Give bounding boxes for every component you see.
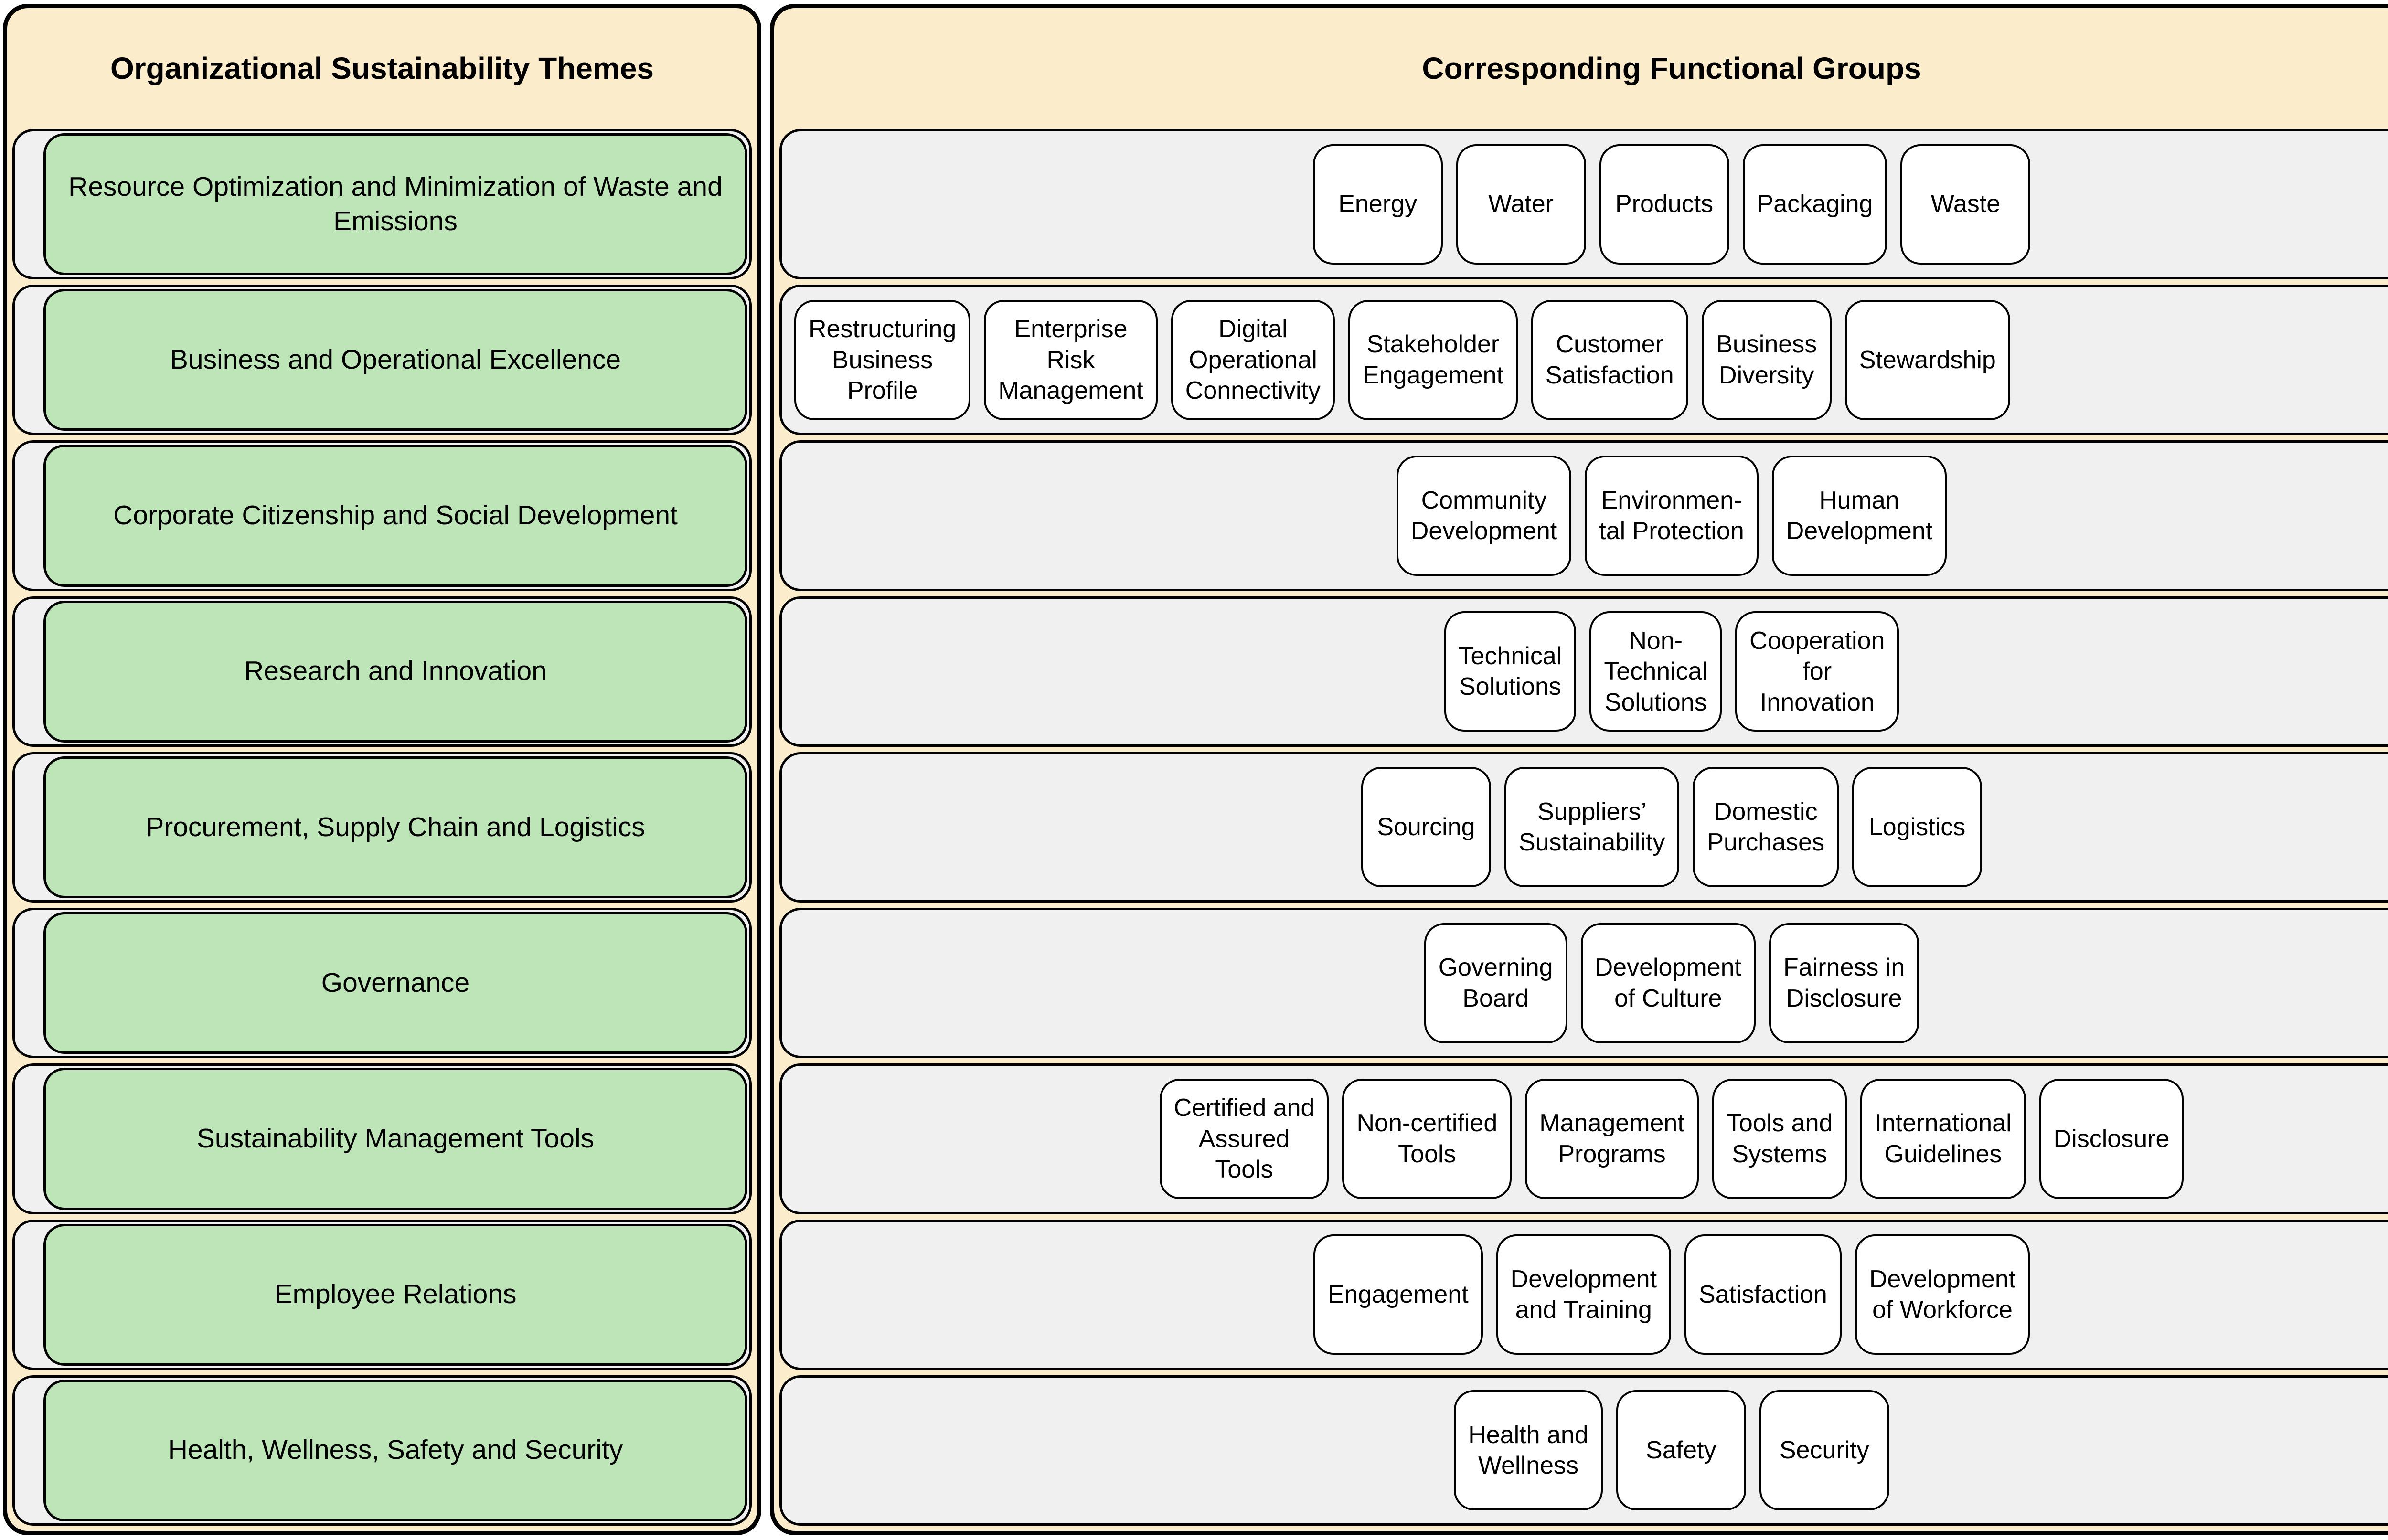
theme-row: Governance [12,908,752,1059]
functional-group-box[interactable]: Sourcing [1361,767,1491,888]
functional-group-box[interactable]: Logistics [1852,767,1983,888]
theme-row: Sustainability Management Tools [12,1063,752,1214]
functional-group-box[interactable]: Business Diversity [1701,299,1832,420]
theme-box[interactable]: Procurement, Supply Chain and Logistics [43,756,747,899]
functional-group-box[interactable]: International Guidelines [1860,1078,2026,1199]
functional-group-box[interactable]: Community Development [1396,456,1572,576]
theme-box[interactable]: Governance [43,912,747,1054]
themes-row-list: Resource Optimization and Minimization o… [12,129,752,1526]
functional-group-box[interactable]: Security [1759,1390,1889,1511]
theme-row: Business and Operational Excellence [12,285,752,435]
themes-panel-header: Organizational Sustainability Themes [110,51,654,85]
theme-box[interactable]: Business and Operational Excellence [43,289,747,431]
functional-group-box[interactable]: Management Programs [1525,1078,1699,1199]
functional-group-box[interactable]: Stewardship [1844,299,2010,420]
functional-group-box[interactable]: Suppliers’ Sustainability [1504,767,1680,888]
theme-row: Procurement, Supply Chain and Logistics [12,752,752,903]
theme-row: Resource Optimization and Minimization o… [12,129,752,280]
theme-box[interactable]: Health, Wellness, Safety and Security [43,1379,747,1521]
functional-group-box[interactable]: Customer Satisfaction [1531,299,1688,420]
functional-group-box[interactable]: Non- Technical Solutions [1589,611,1722,732]
functional-group-box[interactable]: Tools and Systems [1712,1078,1847,1199]
functional-group-box[interactable]: Development of Workforce [1855,1234,2030,1355]
functional-group-box[interactable]: Stakeholder Engagement [1348,299,1518,420]
functional-group-box[interactable]: Safety [1616,1390,1746,1511]
functional-group-box[interactable]: Digital Operational Connectivity [1171,299,1335,420]
functional-group-box[interactable]: Satisfaction [1684,1234,1842,1355]
theme-box[interactable]: Employee Relations [43,1223,747,1366]
functional-group-box[interactable]: Health and Wellness [1454,1390,1603,1511]
functional-group-box[interactable]: Restructuring Business Profile [794,299,971,420]
theme-box[interactable]: Sustainability Management Tools [43,1068,747,1210]
functional-group-box[interactable]: Development of Culture [1580,923,1756,1043]
functional-group-box[interactable]: Non-certified Tools [1342,1078,1512,1199]
functional-group-box[interactable]: Governing Board [1424,923,1567,1043]
functional-group-box[interactable]: Packaging [1742,144,1887,265]
functional-group-box[interactable]: Cooperation for Innovation [1735,611,1899,732]
theme-row: Corporate Citizenship and Social Develop… [12,440,752,591]
functional-group-box[interactable]: Development and Training [1496,1234,1672,1355]
functional-group-box[interactable]: Domestic Purchases [1693,767,1839,888]
functional-groups-panel-header: Corresponding Functional Groups [1422,51,1921,85]
theme-row: Health, Wellness, Safety and Security [12,1375,752,1526]
themes-panel: Organizational Sustainability Themes Res… [3,4,761,1535]
theme-row: Research and Innovation [12,596,752,747]
functional-group-box[interactable]: Certified and Assured Tools [1159,1078,1329,1199]
functional-group-box[interactable]: Disclosure [2039,1078,2184,1199]
functional-group-box[interactable]: Products [1599,144,1729,265]
functional-group-box[interactable]: Engagement [1313,1234,1483,1355]
functional-group-box[interactable]: Human Development [1771,456,1947,576]
functional-group-box[interactable]: Waste [1900,144,2031,265]
theme-box[interactable]: Corporate Citizenship and Social Develop… [43,445,747,587]
theme-row: Employee Relations [12,1219,752,1370]
functional-group-box[interactable]: Energy [1312,144,1443,265]
functional-group-box[interactable]: Technical Solutions [1444,611,1577,732]
theme-box[interactable]: Research and Innovation [43,600,747,743]
functional-group-box[interactable]: Environmen- tal Protection [1585,456,1759,576]
functional-group-box[interactable]: Water [1456,144,1586,265]
functional-group-box[interactable]: Fairness in Disclosure [1769,923,1919,1043]
theme-box[interactable]: Resource Optimization and Minimization o… [43,133,747,276]
functional-group-box[interactable]: Enterprise Risk Management [984,299,1158,420]
